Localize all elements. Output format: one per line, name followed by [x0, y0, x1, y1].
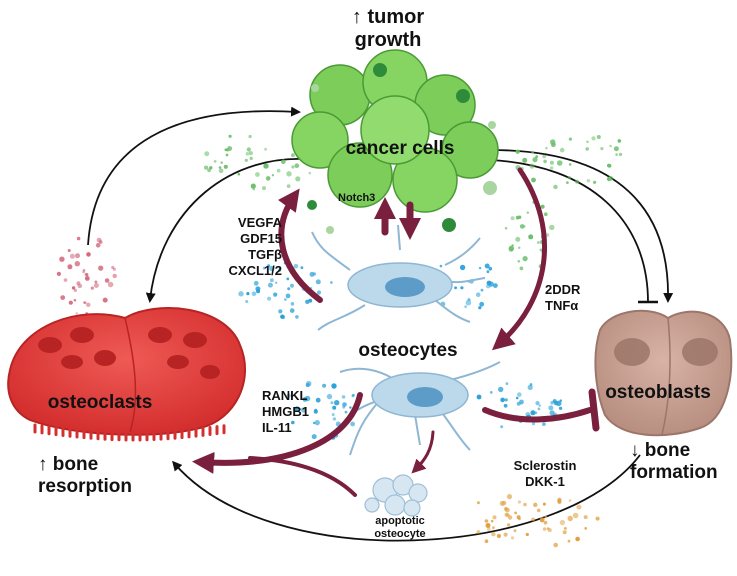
factors-to-osteoblasts: Sclerostin DKK-1	[500, 458, 590, 490]
dots-blue-top-left	[238, 261, 333, 320]
dots-green-right	[515, 135, 623, 190]
factor-tgfb: TGFβ	[248, 247, 282, 262]
osteoblasts-illustration	[594, 309, 733, 437]
factors-from-cancer: 2DDR TNFα	[545, 282, 580, 314]
dots-pink	[56, 236, 117, 316]
osteocytes-label: osteocytes	[358, 340, 458, 361]
bone-formation-line1: ↓ bone	[630, 440, 691, 461]
bone-resorption-label: ↑ bone resorption	[38, 454, 132, 498]
bone-resorption-line1: ↑ bone	[38, 454, 99, 475]
dots-green-mid	[504, 200, 555, 271]
factor-sclerostin: Sclerostin	[513, 458, 577, 473]
osteoclasts-illustration	[7, 307, 246, 442]
arrow-resorption-to-tumor	[87, 106, 301, 246]
arrow-formation-to-resorption	[172, 454, 641, 542]
tumor-growth-line2: growth	[354, 29, 422, 51]
factor-dkk1: DKK-1	[525, 474, 565, 489]
osteocyte-bottom-nucleus	[407, 387, 443, 407]
arrow-osteocyte-to-apoptotic	[411, 430, 435, 474]
bone-resorption-line2: resorption	[38, 476, 132, 497]
arrow-osteocyte-to-cancer	[277, 188, 323, 303]
factors-to-cancer: VEGFA GDF15 TGFβ CXCL1/2	[212, 215, 282, 279]
apoptotic-line2: osteocyte	[374, 528, 426, 540]
factor-2ddr: 2DDR	[545, 282, 581, 297]
factors-to-osteoclasts: RANKL HMGB1 IL-11	[262, 388, 309, 436]
tumor-growth-label: ↑ tumor growth	[308, 6, 468, 52]
apoptotic-osteocyte-illustration	[364, 474, 428, 517]
factor-tnfa: TNFα	[545, 298, 579, 313]
inhibit-cancer-to-osteoblasts	[489, 159, 649, 303]
notch3-label: Notch3	[338, 192, 376, 204]
arrow-cancer-to-osteoclasts	[145, 158, 319, 303]
bone-formation-label: ↓ bone formation	[630, 440, 718, 484]
apoptotic-osteocyte-label: apoptotic osteocyte	[360, 515, 440, 541]
arrow-apoptotic-to-osteoclasts	[248, 456, 357, 497]
factor-il11: IL-11	[262, 420, 292, 435]
factor-gdf15: GDF15	[240, 231, 282, 246]
factor-hmgb1: HMGB1	[262, 404, 309, 419]
dots-orange	[476, 494, 600, 548]
factor-rankl: RANKL	[262, 388, 308, 403]
arrow-osteocyte-to-osteoclasts	[192, 392, 363, 474]
tumor-growth-line1: ↑ tumor	[351, 6, 425, 28]
factor-cxcl: CXCL1/2	[228, 263, 282, 278]
arrow-cancer-to-osteoblasts	[489, 149, 674, 303]
factor-vegfa: VEGFA	[237, 215, 282, 230]
bone-formation-line2: formation	[630, 462, 718, 483]
maroon-signal-arrows	[192, 167, 593, 497]
osteocyte-top-nucleus	[385, 277, 425, 297]
inhibit-bar-osteoblasts	[588, 388, 600, 432]
cancer-cells-illustration	[291, 49, 499, 234]
arrow-cancer-to-osteocyte	[491, 167, 548, 351]
osteoclasts-label: osteoclasts	[47, 392, 153, 413]
osteoblasts-label: osteoblasts	[605, 382, 711, 403]
outer-cycle-arrows	[87, 106, 674, 542]
apoptotic-line1: apoptotic	[375, 515, 425, 527]
inhibit-osteocyte-to-osteoblasts	[482, 407, 593, 423]
cancer-cells-label: cancer cells	[345, 138, 455, 159]
